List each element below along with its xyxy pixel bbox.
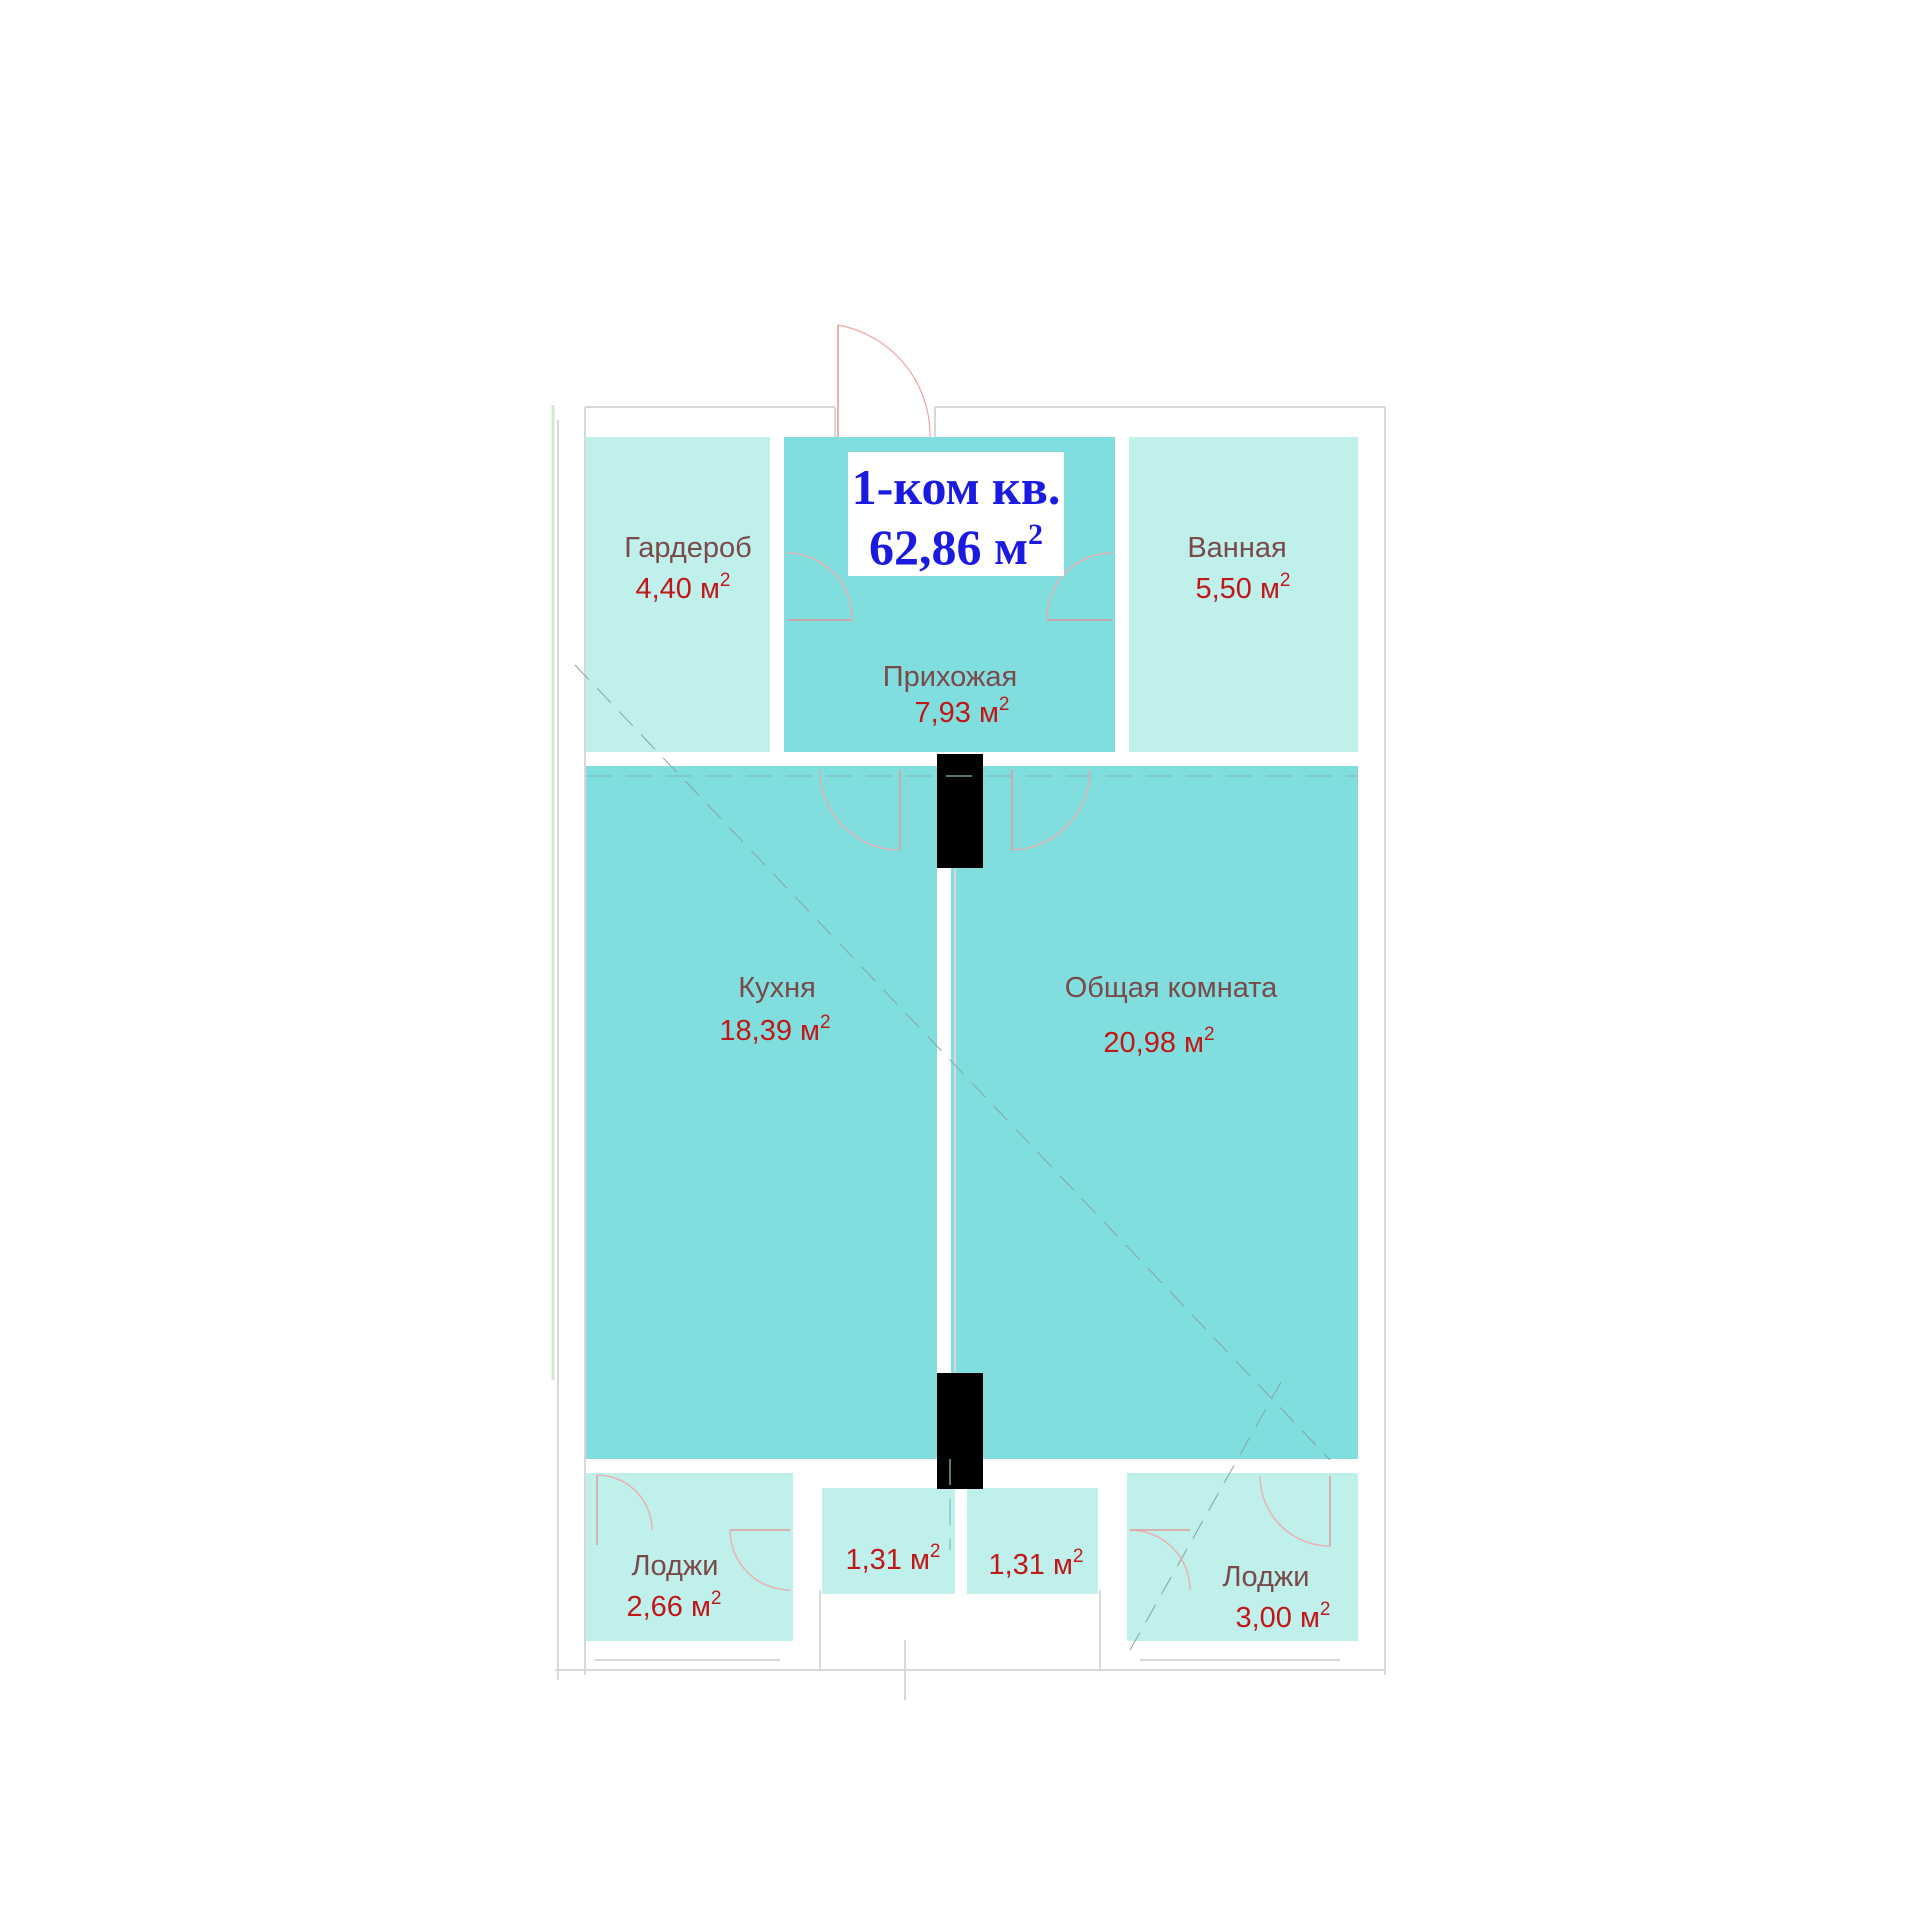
column-bottom — [937, 1373, 983, 1489]
kitchen-name: Кухня — [738, 972, 816, 1004]
hallway-name: Прихожая — [883, 661, 1017, 693]
loggia-left-area: 2,66 м2 — [626, 1588, 721, 1623]
interior-doors — [596, 552, 1331, 1591]
wardrobe-name: Гардероб — [624, 532, 752, 564]
title-box — [848, 452, 1064, 576]
closet-right-room — [967, 1488, 1098, 1594]
closet-right-area: 1,31 м2 — [988, 1546, 1083, 1581]
closet-left-room — [822, 1488, 955, 1594]
column-top — [937, 754, 983, 868]
dashed-guides — [574, 664, 1358, 1700]
title-line2: 62,86 м2 — [869, 518, 1043, 575]
loggia-left-room — [586, 1473, 793, 1641]
wardrobe-room — [586, 437, 770, 752]
loggia-right-room — [1127, 1473, 1358, 1641]
wardrobe-area: 4,40 м2 — [635, 570, 730, 605]
closet-left-area: 1,31 м2 — [845, 1541, 940, 1576]
loggia-right-name: Лоджи — [1222, 1561, 1309, 1593]
bathroom-area: 5,50 м2 — [1195, 570, 1290, 605]
living-room — [951, 766, 1358, 1459]
outer-walls — [551, 405, 1386, 1680]
living-name: Общая комната — [1065, 972, 1278, 1004]
living-area: 20,98 м2 — [1103, 1024, 1214, 1059]
entrance-door — [834, 324, 936, 438]
loggia-left-name: Лоджи — [631, 1550, 718, 1582]
bathroom-room — [1129, 437, 1358, 752]
title-line1: 1-ком кв. — [852, 459, 1061, 515]
kitchen-room — [586, 766, 937, 1459]
loggia-right-area: 3,00 м2 — [1235, 1599, 1330, 1634]
bathroom-name: Ванная — [1187, 532, 1286, 564]
kitchen-area: 18,39 м2 — [719, 1012, 830, 1047]
hallway-area: 7,93 м2 — [914, 694, 1009, 729]
